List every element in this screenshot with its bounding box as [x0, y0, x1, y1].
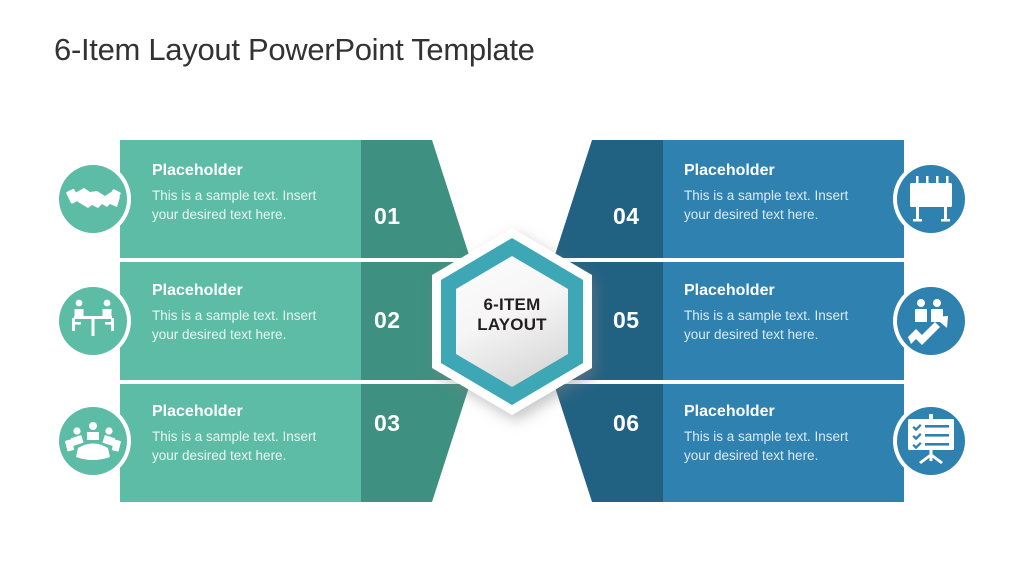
- item-title: Placeholder: [684, 162, 775, 179]
- right-item-05-text: Placeholder This is a sample text. Inser…: [684, 282, 874, 345]
- right-item-04-number: 04: [613, 203, 640, 229]
- left-item-02-number: 02: [374, 307, 401, 333]
- item-title: Placeholder: [684, 403, 775, 420]
- left-item-03-shape[interactable]: [120, 384, 470, 502]
- left-icon-circle-01[interactable]: [55, 161, 131, 237]
- presentation-checklist: [912, 424, 949, 450]
- right-item-04-text: Placeholder This is a sample text. Inser…: [684, 162, 874, 225]
- left-item-03-number: 03: [374, 410, 401, 436]
- center-hexagon[interactable]: [432, 228, 592, 415]
- right-icon-circle-04[interactable]: [893, 161, 969, 237]
- item-body: This is a sample text. Insert your desir…: [684, 187, 849, 223]
- item-title: Placeholder: [152, 403, 243, 420]
- center-label-line2: LAYOUT: [477, 315, 547, 335]
- right-item-06-number: 06: [613, 410, 640, 436]
- center-label-line1: 6-ITEM: [483, 295, 541, 314]
- right-item-06-shape[interactable]: [554, 384, 904, 502]
- conference-table-icon: [65, 422, 121, 460]
- center-hexagon-label: 6-ITEM LAYOUT: [442, 295, 582, 336]
- right-icon-circle-06[interactable]: [893, 403, 969, 479]
- left-item-01-shape[interactable]: [120, 140, 470, 258]
- item-body: This is a sample text. Insert your desir…: [152, 428, 317, 464]
- right-item-05-number: 05: [613, 307, 640, 333]
- handshake-icon: [66, 188, 121, 208]
- team-growth-icon: [908, 299, 948, 345]
- item-body: This is a sample text. Insert your desir…: [684, 428, 849, 464]
- left-icon-circle-02[interactable]: [55, 283, 131, 359]
- right-item-06-text: Placeholder This is a sample text. Inser…: [684, 403, 874, 466]
- meeting-table-icon: [72, 299, 114, 336]
- item-body: This is a sample text. Insert your desir…: [152, 307, 317, 343]
- page-title: 6-Item Layout PowerPoint Template: [54, 32, 535, 67]
- left-item-03-text: Placeholder This is a sample text. Inser…: [152, 403, 342, 466]
- left-icon-circle-03[interactable]: [55, 403, 131, 479]
- item-body: This is a sample text. Insert your desir…: [684, 307, 849, 343]
- right-item-04-shape[interactable]: [554, 140, 904, 258]
- left-item-01-text: Placeholder This is a sample text. Inser…: [152, 162, 342, 225]
- left-item-01-number: 01: [374, 203, 401, 229]
- item-title: Placeholder: [684, 282, 775, 299]
- item-title: Placeholder: [152, 282, 243, 299]
- right-icon-circle-05[interactable]: [893, 283, 969, 359]
- left-item-02-text: Placeholder This is a sample text. Inser…: [152, 282, 342, 345]
- billboard-icon: [910, 176, 952, 222]
- item-body: This is a sample text. Insert your desir…: [152, 187, 317, 223]
- item-title: Placeholder: [152, 162, 243, 179]
